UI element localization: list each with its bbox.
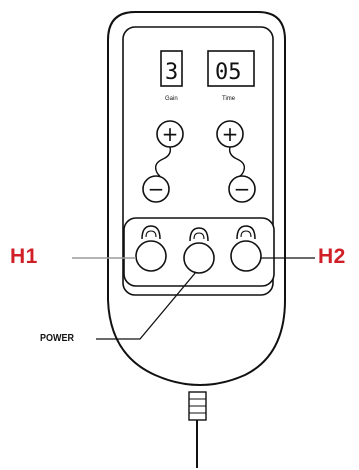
right-connector xyxy=(228,146,246,177)
right-display-caption: Time xyxy=(222,96,236,102)
left-display-caption: Gain xyxy=(165,96,178,102)
left-display xyxy=(160,50,183,87)
h1-indicator-led xyxy=(141,225,161,240)
h2-label: H2 xyxy=(318,245,346,268)
right-minus-symbol: − xyxy=(234,177,251,201)
h2-button[interactable] xyxy=(230,240,262,272)
right-plus-symbol: + xyxy=(222,122,239,146)
power-button[interactable] xyxy=(183,242,215,274)
power-leader-line xyxy=(96,271,197,340)
right-display xyxy=(207,50,255,87)
right-display-value: 05 xyxy=(215,60,242,85)
left-minus-button[interactable] xyxy=(142,175,170,203)
h2-indicator-led xyxy=(236,225,256,240)
left-minus-symbol: − xyxy=(148,177,165,201)
left-connector xyxy=(154,146,172,177)
h1-button[interactable] xyxy=(135,240,167,272)
left-display-value: 3 xyxy=(165,60,178,85)
power-label: POWER xyxy=(40,333,75,344)
h1-label: H1 xyxy=(10,245,38,268)
right-minus-button[interactable] xyxy=(228,175,256,203)
left-plus-symbol: + xyxy=(162,122,179,146)
power-indicator-led xyxy=(189,227,209,242)
